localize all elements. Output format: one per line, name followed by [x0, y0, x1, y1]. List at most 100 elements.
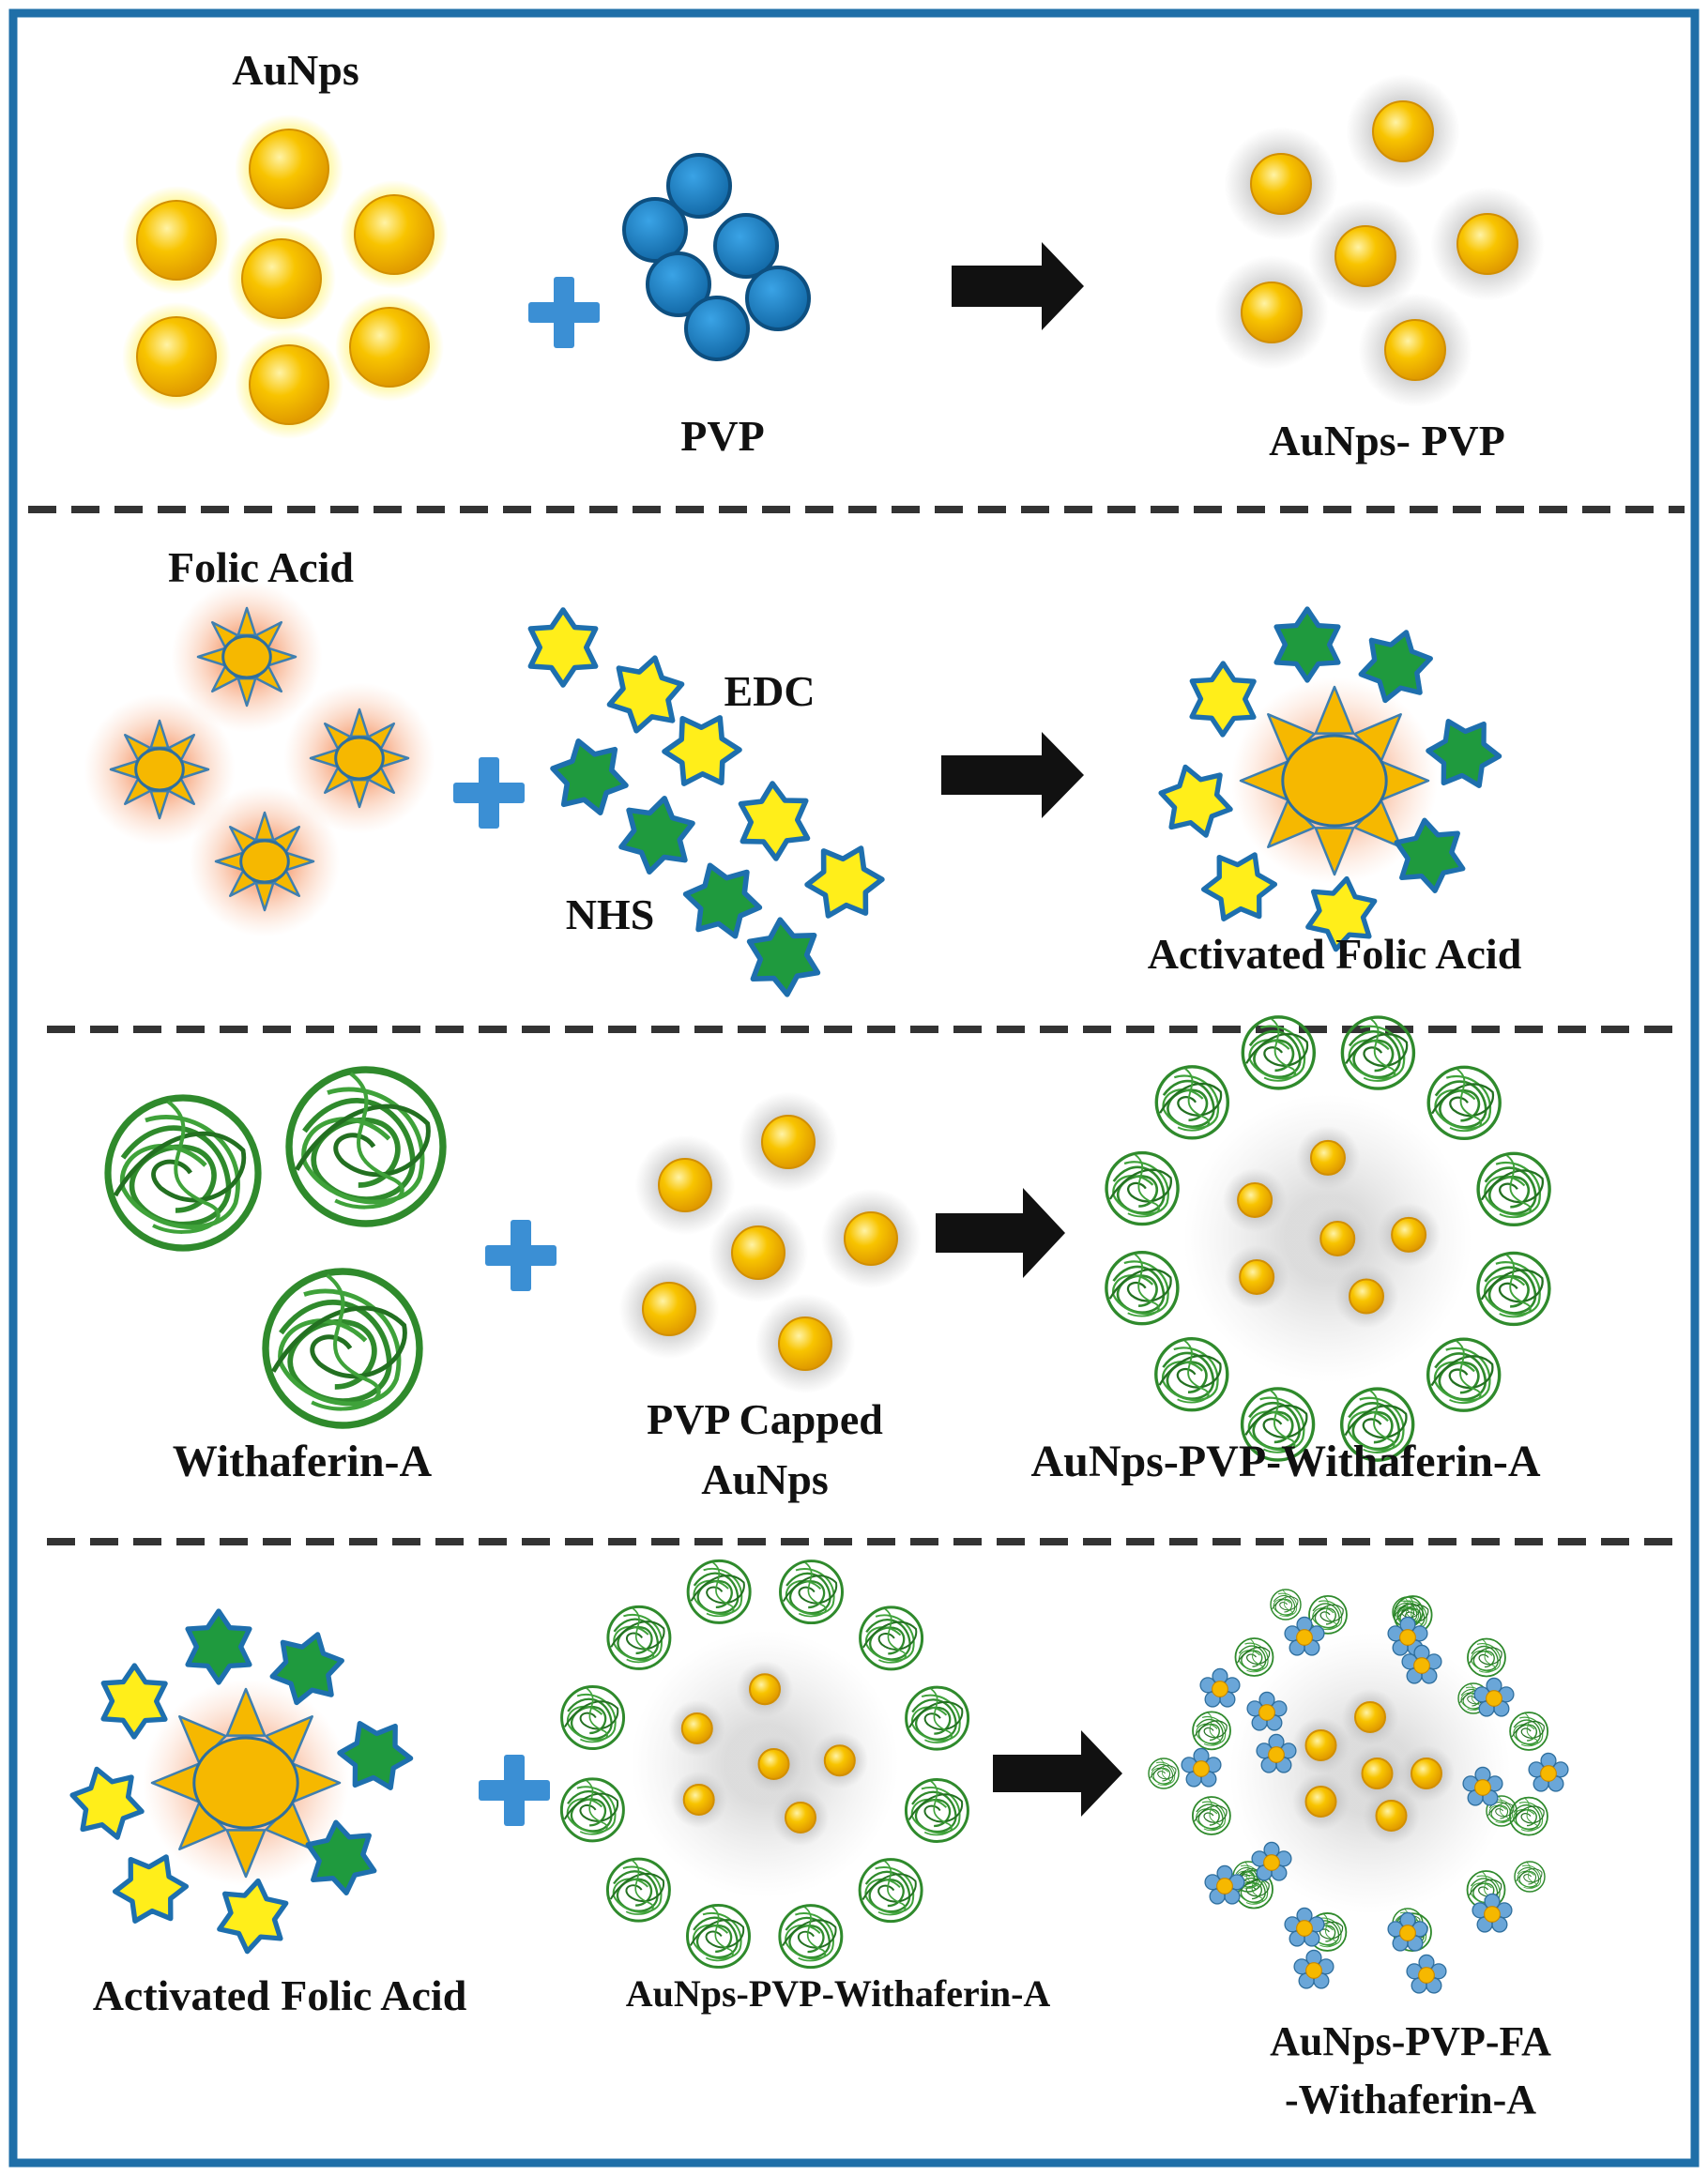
- gold-nanoparticle: [1430, 187, 1545, 301]
- folic-acid-molecule: [84, 693, 236, 845]
- gold-nanoparticle: [755, 1293, 856, 1394]
- plus-sign: [479, 1755, 550, 1826]
- aunps-pvp-cluster: [1214, 74, 1545, 407]
- gold-nanoparticle: [736, 1660, 794, 1718]
- gold-nanoparticle: [738, 1091, 839, 1193]
- nhs-star: [305, 1819, 377, 1895]
- gold-nanoparticle: [1363, 1787, 1420, 1845]
- pvp-capped-label-line2: AuNps: [701, 1455, 829, 1503]
- panel-2: Folic Acid EDC NHS Activated Folic Acid: [84, 543, 1522, 997]
- activated-folic-acid-label: Activated Folic Acid: [1148, 930, 1522, 978]
- gold-nanoparticle: [1305, 1206, 1370, 1271]
- edc-star: [606, 655, 685, 734]
- nhs-star: [1394, 817, 1466, 893]
- edc-star: [69, 1766, 145, 1840]
- gold-nanoparticle: [1334, 1264, 1399, 1329]
- plus-sign: [528, 277, 600, 348]
- pvp-bead: [646, 251, 711, 317]
- pvp-bead: [666, 153, 732, 219]
- activated-folic-acid: [1158, 606, 1502, 952]
- gold-nanoparticle: [1308, 199, 1423, 313]
- aunps-pvp-withaferin-label: AuNps-PVP-Withaferin-A: [1030, 1437, 1540, 1486]
- gold-nanoparticle: [670, 1771, 728, 1829]
- gold-nanoparticle: [668, 1699, 726, 1758]
- edc-star: [527, 607, 599, 688]
- aunps-pvp-withaferin-assembly: [1105, 1015, 1551, 1462]
- nhs-label: NHS: [566, 890, 655, 938]
- aunps-cluster: [122, 114, 449, 439]
- gold-nanoparticle: [122, 302, 231, 411]
- gold-nanoparticle: [227, 224, 336, 333]
- edc-star: [217, 1878, 289, 1955]
- nhs-star: [269, 1632, 344, 1706]
- arrow-icon: [993, 1730, 1122, 1817]
- gold-nanoparticle: [708, 1202, 809, 1303]
- aunps-pvp-label: AuNps- PVP: [1269, 417, 1505, 464]
- withaferin-label: Withaferin-A: [173, 1437, 433, 1486]
- aunps-pvp-fa-withaferin-assembly: [1148, 1589, 1569, 1994]
- pvp-bead: [713, 213, 779, 279]
- pvp-capped-aunps-cluster: [618, 1091, 922, 1394]
- gold-nanoparticle: [820, 1188, 922, 1289]
- gold-nanoparticle: [811, 1731, 869, 1789]
- edc-star: [112, 1854, 190, 1924]
- gold-nanoparticle: [1214, 255, 1329, 370]
- arrow-icon: [936, 1188, 1065, 1278]
- pvp-bead: [622, 197, 688, 263]
- pvp-bead: [684, 296, 750, 361]
- gold-nanoparticle: [122, 186, 231, 295]
- gold-nanoparticle: [235, 330, 343, 439]
- arrow-icon: [952, 242, 1084, 330]
- gold-nanoparticle: [745, 1735, 802, 1793]
- folic-acid-molecule: [283, 682, 435, 834]
- edc-star: [1189, 661, 1257, 738]
- nhs-star: [1358, 630, 1433, 704]
- edc-star: [1200, 852, 1278, 921]
- activated-folic-acid: [69, 1608, 414, 1955]
- folic-acid-molecule: [1239, 685, 1430, 876]
- edc-star: [738, 781, 811, 861]
- nhs-star: [337, 1721, 414, 1790]
- edc-label: EDC: [724, 667, 815, 715]
- gold-nanoparticle: [771, 1788, 830, 1847]
- plus-sign: [453, 757, 525, 829]
- folic-acid-molecule: [171, 581, 323, 733]
- pvp-beads: [622, 153, 811, 361]
- nhs-star: [1426, 719, 1502, 788]
- gold-nanoparticle: [1346, 74, 1460, 189]
- nhs-star: [550, 738, 629, 816]
- edc-star: [100, 1663, 168, 1740]
- panel-3: Withaferin-A PVP Capped AuNps AuNps-PVP-…: [108, 1015, 1551, 1503]
- nhs-star: [1273, 606, 1341, 683]
- arrow-icon: [941, 732, 1084, 818]
- gold-nanoparticle: [1341, 1688, 1399, 1746]
- pvp-capped-label-line1: PVP Capped: [647, 1395, 883, 1443]
- gold-nanoparticle: [634, 1134, 736, 1236]
- nhs-star: [746, 917, 821, 997]
- edc-star: [1158, 764, 1233, 838]
- nhs-star: [682, 862, 763, 939]
- gold-nanoparticle: [340, 180, 449, 289]
- final-product-label-line1: AuNps-PVP-FA: [1270, 2018, 1551, 2064]
- gold-nanoparticle: [1358, 293, 1472, 407]
- pvp-bead: [745, 266, 811, 331]
- gold-nanoparticle: [618, 1258, 720, 1360]
- nhs-star: [618, 795, 695, 875]
- folic-acid-molecule: [189, 785, 341, 937]
- gold-nanoparticle: [1292, 1773, 1350, 1831]
- gold-nanoparticle: [1292, 1716, 1350, 1774]
- pvp-label: PVP: [680, 412, 764, 460]
- aunps-label: AuNps: [232, 46, 359, 94]
- edc-nhs-chain: [527, 607, 885, 997]
- gold-nanoparticle: [235, 114, 343, 223]
- edc-star: [804, 845, 885, 919]
- aunps-pvp-withaferin-label: AuNps-PVP-Withaferin-A: [626, 1972, 1051, 2015]
- edc-star: [662, 715, 742, 786]
- gold-nanoparticle: [1222, 1167, 1288, 1233]
- activated-folic-acid-label: Activated Folic Acid: [93, 1971, 467, 2019]
- final-product-label-line2: -Withaferin-A: [1285, 2077, 1536, 2123]
- gold-nanoparticle: [1376, 1202, 1441, 1268]
- gold-nanoparticle: [1224, 127, 1338, 241]
- edc-star: [1305, 875, 1378, 952]
